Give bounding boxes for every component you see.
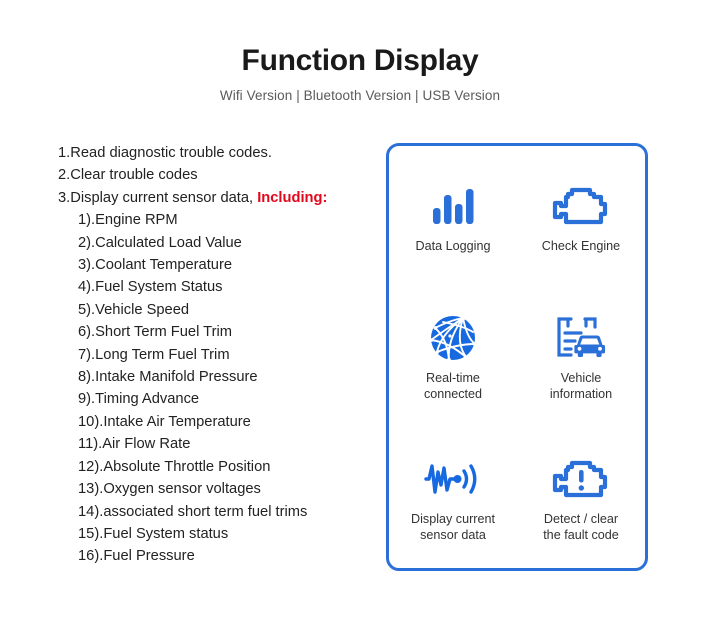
list-item: 1).Engine RPM	[58, 209, 388, 231]
icon-label: Check Engine	[541, 238, 621, 253]
list-item: 5).Vehicle Speed	[58, 299, 388, 321]
list-item-number: 4).	[78, 279, 96, 296]
list-item: 2).Calculated Load Value	[58, 232, 388, 254]
list-item-text: Calculated Load Value	[95, 234, 242, 251]
icon-label: Detect / clear the fault code	[543, 512, 619, 542]
globe-network-icon	[429, 315, 477, 362]
list-item-text: Fuel System status	[103, 525, 229, 542]
list-item: 2.Clear trouble codes	[58, 164, 388, 186]
main-content: 1.Read diagnostic trouble codes. 2.Clear…	[0, 134, 720, 604]
engine-warning-icon	[552, 456, 610, 502]
bar-chart-icon	[431, 183, 475, 229]
icon-label: Vehicle information	[549, 371, 613, 401]
list-item-number: 16).	[78, 548, 104, 565]
icon-cell-realtime-connected[interactable]: Real-time connected	[389, 311, 517, 402]
list-item: 16).Fuel Pressure	[58, 545, 388, 567]
list-item-text: Timing Advance	[95, 391, 200, 408]
list-item-number: 13).	[78, 481, 104, 498]
list-item-text: associated short term fuel trims	[103, 503, 308, 520]
list-item: 12).Absolute Throttle Position	[58, 456, 388, 478]
list-item-text: Fuel System Status	[95, 279, 223, 296]
including-emphasis: Including:	[257, 189, 328, 206]
list-item: 1.Read diagnostic trouble codes.	[58, 142, 388, 164]
waveform-signal-icon	[424, 456, 482, 502]
page-subtitle: Wifi Version | Bluetooth Version | USB V…	[219, 88, 501, 103]
list-item-number: 11).	[78, 436, 103, 453]
page-header: Function Display Wifi Version | Bluetoot…	[0, 0, 720, 103]
list-item-number: 9).	[78, 391, 96, 408]
list-item-text: Short Term Fuel Trim	[95, 324, 232, 341]
list-item-number: 15).	[78, 525, 104, 542]
list-item-text: Coolant Temperature	[95, 257, 233, 274]
page-title: Function Display	[241, 44, 479, 77]
list-item: 13).Oxygen sensor voltages	[58, 478, 388, 500]
icon-label: Display current sensor data	[411, 512, 495, 542]
icon-label: Real-time connected	[423, 371, 483, 401]
list-item-text: Clear trouble codes	[70, 167, 198, 184]
list-item-number: 6).	[78, 324, 96, 341]
clipboard-car-icon	[555, 315, 607, 361]
list-item-number: 2).	[78, 234, 96, 251]
list-item-number: 1).	[78, 212, 96, 229]
list-item-text: Fuel Pressure	[103, 548, 195, 565]
list-item-number: 1.	[58, 145, 71, 161]
list-item-text: Engine RPM	[95, 212, 178, 229]
list-item: 7).Long Term Fuel Trim	[58, 344, 388, 366]
list-item-number: 10).	[78, 413, 104, 430]
list-item: 10).Intake Air Temperature	[58, 411, 388, 433]
list-item-text: Air Flow Rate	[102, 436, 191, 453]
list-item: 14).associated short term fuel trims	[58, 501, 388, 523]
icon-label: Data Logging	[415, 238, 491, 253]
list-item: 6).Short Term Fuel Trim	[58, 321, 388, 343]
list-item-number: 7).	[78, 346, 96, 363]
list-item-number: 8).	[78, 369, 96, 386]
list-item-number: 3).	[78, 257, 96, 274]
list-item-number: 14).	[78, 503, 104, 520]
icon-cell-data-logging[interactable]: Data Logging	[389, 179, 517, 255]
list-item-text: Vehicle Speed	[95, 301, 190, 318]
list-item-number: 2.	[58, 167, 71, 184]
list-item: 3).Coolant Temperature	[58, 254, 388, 276]
list-item: 11).Air Flow Rate	[58, 433, 388, 455]
list-item: 3.Display current sensor data, Including…	[58, 187, 388, 209]
list-item: 8).Intake Manifold Pressure	[58, 366, 388, 388]
list-item-number: 3.	[58, 189, 71, 206]
icon-cell-vehicle-information[interactable]: Vehicle information	[517, 311, 645, 402]
list-item: 4).Fuel System Status	[58, 276, 388, 298]
list-item-text: Intake Air Temperature	[103, 413, 251, 430]
list-item-text: Oxygen sensor voltages	[103, 481, 261, 498]
icon-cell-detect-clear-fault-code[interactable]: Detect / clear the fault code	[517, 452, 645, 543]
list-item: 15).Fuel System status	[58, 523, 388, 545]
list-item-number: 12).	[78, 458, 104, 475]
list-item-text: Read diagnostic trouble codes.	[70, 145, 272, 161]
list-item-text: Intake Manifold Pressure	[95, 369, 258, 386]
feature-list: 1.Read diagnostic trouble codes. 2.Clear…	[58, 142, 388, 568]
check-engine-icon	[552, 183, 610, 229]
icon-cell-display-sensor-data[interactable]: Display current sensor data	[389, 452, 517, 543]
list-item: 9).Timing Advance	[58, 388, 388, 410]
list-item-number: 5).	[78, 301, 96, 318]
list-item-text: Long Term Fuel Trim	[95, 346, 230, 363]
icon-panel: Data Logging Check Engine	[386, 143, 648, 571]
icon-cell-check-engine[interactable]: Check Engine	[517, 179, 645, 255]
list-item-text: Absolute Throttle Position	[103, 458, 271, 475]
icon-grid: Data Logging Check Engine	[389, 146, 645, 568]
list-item-text: Display current sensor data,	[70, 189, 258, 206]
